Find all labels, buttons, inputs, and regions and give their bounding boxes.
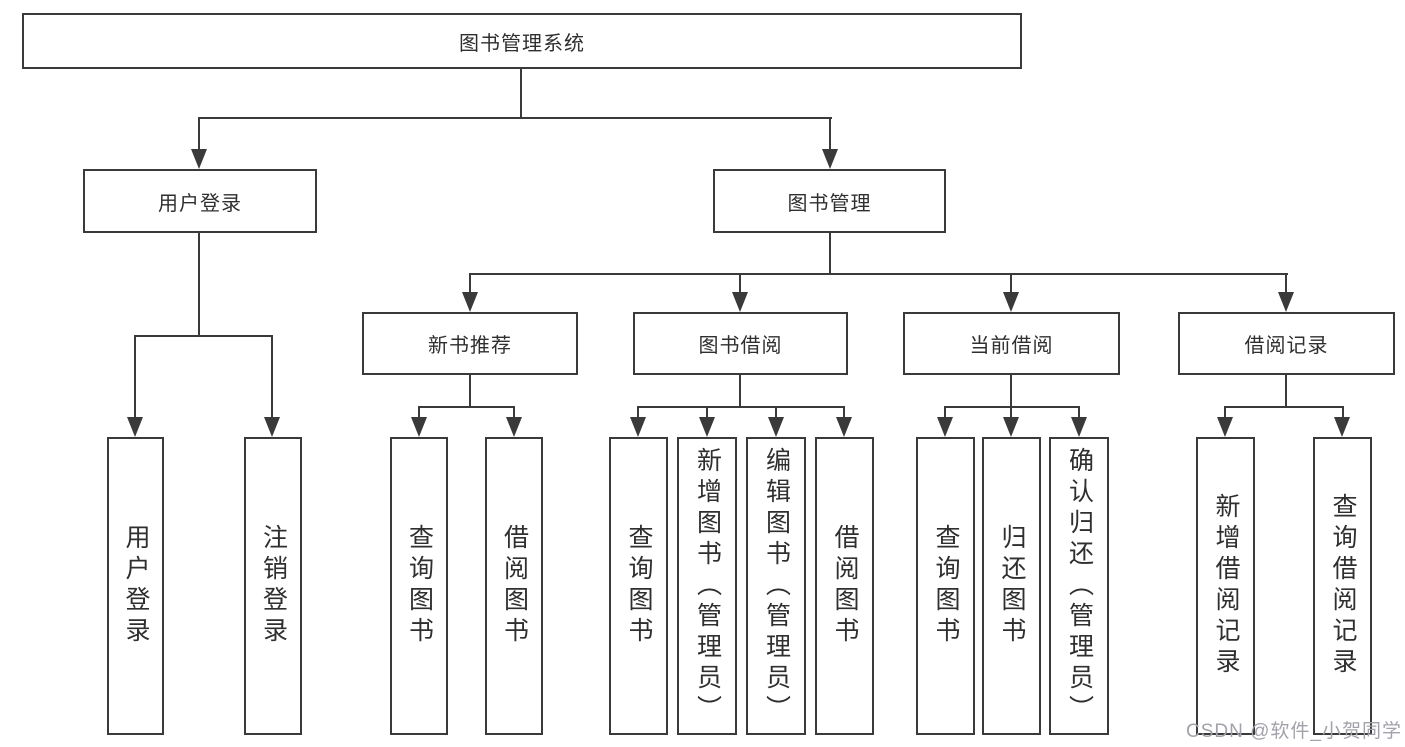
arrow-down-icon — [1278, 292, 1294, 312]
connector-line — [829, 117, 831, 151]
node-current-borrowing: 当前借阅 — [903, 312, 1120, 375]
arrow-down-icon — [937, 417, 953, 437]
connector-line — [198, 117, 832, 119]
connector-line — [271, 335, 273, 419]
leaf-logout: 注销登录 — [244, 437, 302, 735]
connector-line — [198, 233, 200, 337]
arrow-down-icon — [506, 417, 522, 437]
connector-line — [1010, 375, 1012, 408]
csdn-watermark: CSDN @软件_小贺同学 — [1186, 721, 1402, 742]
connector-line — [1224, 406, 1344, 408]
arrow-down-icon — [1003, 417, 1019, 437]
arrow-down-icon — [1217, 417, 1233, 437]
arrow-down-icon — [699, 417, 715, 437]
node-borrowing-records: 借阅记录 — [1178, 312, 1395, 375]
connector-line — [1224, 406, 1226, 419]
node-new-book-recommendation: 新书推荐 — [362, 312, 578, 375]
leaf-borrow-query-books: 查询图书 — [609, 437, 668, 735]
connector-line — [1010, 406, 1012, 419]
arrow-down-icon — [127, 417, 143, 437]
arrow-down-icon — [1334, 417, 1350, 437]
connector-line — [469, 375, 471, 408]
connector-line — [843, 406, 845, 419]
connector-line — [198, 117, 200, 151]
node-user-login: 用户登录 — [83, 169, 317, 233]
connector-line — [637, 406, 639, 419]
connector-line — [1010, 273, 1012, 294]
leaf-borrow-edit-books-admin: 编辑图书（管理员） — [746, 437, 806, 735]
connector-line — [134, 335, 136, 419]
arrow-down-icon — [836, 417, 852, 437]
arrow-down-icon — [191, 149, 207, 169]
leaf-borrow-add-books-admin: 新增图书（管理员） — [677, 437, 737, 735]
arrow-down-icon — [411, 417, 427, 437]
connector-line — [1285, 375, 1287, 408]
connector-line — [739, 273, 741, 294]
connector-line — [469, 273, 471, 294]
connector-line — [134, 335, 273, 337]
arrow-down-icon — [462, 292, 478, 312]
connector-line — [739, 375, 741, 408]
leaf-current-return-books: 归还图书 — [982, 437, 1041, 735]
connector-line — [829, 233, 831, 275]
leaf-current-query-books: 查询图书 — [916, 437, 975, 735]
connector-line — [520, 69, 522, 118]
leaf-newbook-borrow-books: 借阅图书 — [485, 437, 543, 735]
connector-line — [944, 406, 946, 419]
arrow-down-icon — [768, 417, 784, 437]
connector-line — [1078, 406, 1080, 419]
connector-line — [637, 406, 845, 408]
root-node-library-management-system: 图书管理系统 — [22, 13, 1022, 69]
leaf-borrow-borrow-books: 借阅图书 — [815, 437, 874, 735]
arrow-down-icon — [732, 292, 748, 312]
connector-line — [513, 406, 515, 419]
connector-line — [1285, 273, 1287, 294]
leaf-user-login: 用户登录 — [107, 437, 164, 735]
connector-line — [775, 406, 777, 419]
arrow-down-icon — [264, 417, 280, 437]
arrow-down-icon — [630, 417, 646, 437]
node-book-borrowing: 图书借阅 — [633, 312, 848, 375]
connector-line — [706, 406, 708, 419]
leaf-newbook-query-books: 查询图书 — [390, 437, 448, 735]
leaf-records-query-borrow-record: 查询借阅记录 — [1313, 437, 1372, 735]
connector-line — [944, 406, 1080, 408]
connector-line — [418, 406, 420, 419]
connector-line — [418, 406, 515, 408]
arrow-down-icon — [822, 149, 838, 169]
leaf-records-add-borrow-record: 新增借阅记录 — [1196, 437, 1255, 735]
arrow-down-icon — [1003, 292, 1019, 312]
leaf-current-confirm-return-admin: 确认归还（管理员） — [1049, 437, 1109, 735]
arrow-down-icon — [1071, 417, 1087, 437]
connector-line — [469, 273, 1288, 275]
node-book-management: 图书管理 — [713, 169, 946, 233]
connector-line — [1342, 406, 1344, 419]
